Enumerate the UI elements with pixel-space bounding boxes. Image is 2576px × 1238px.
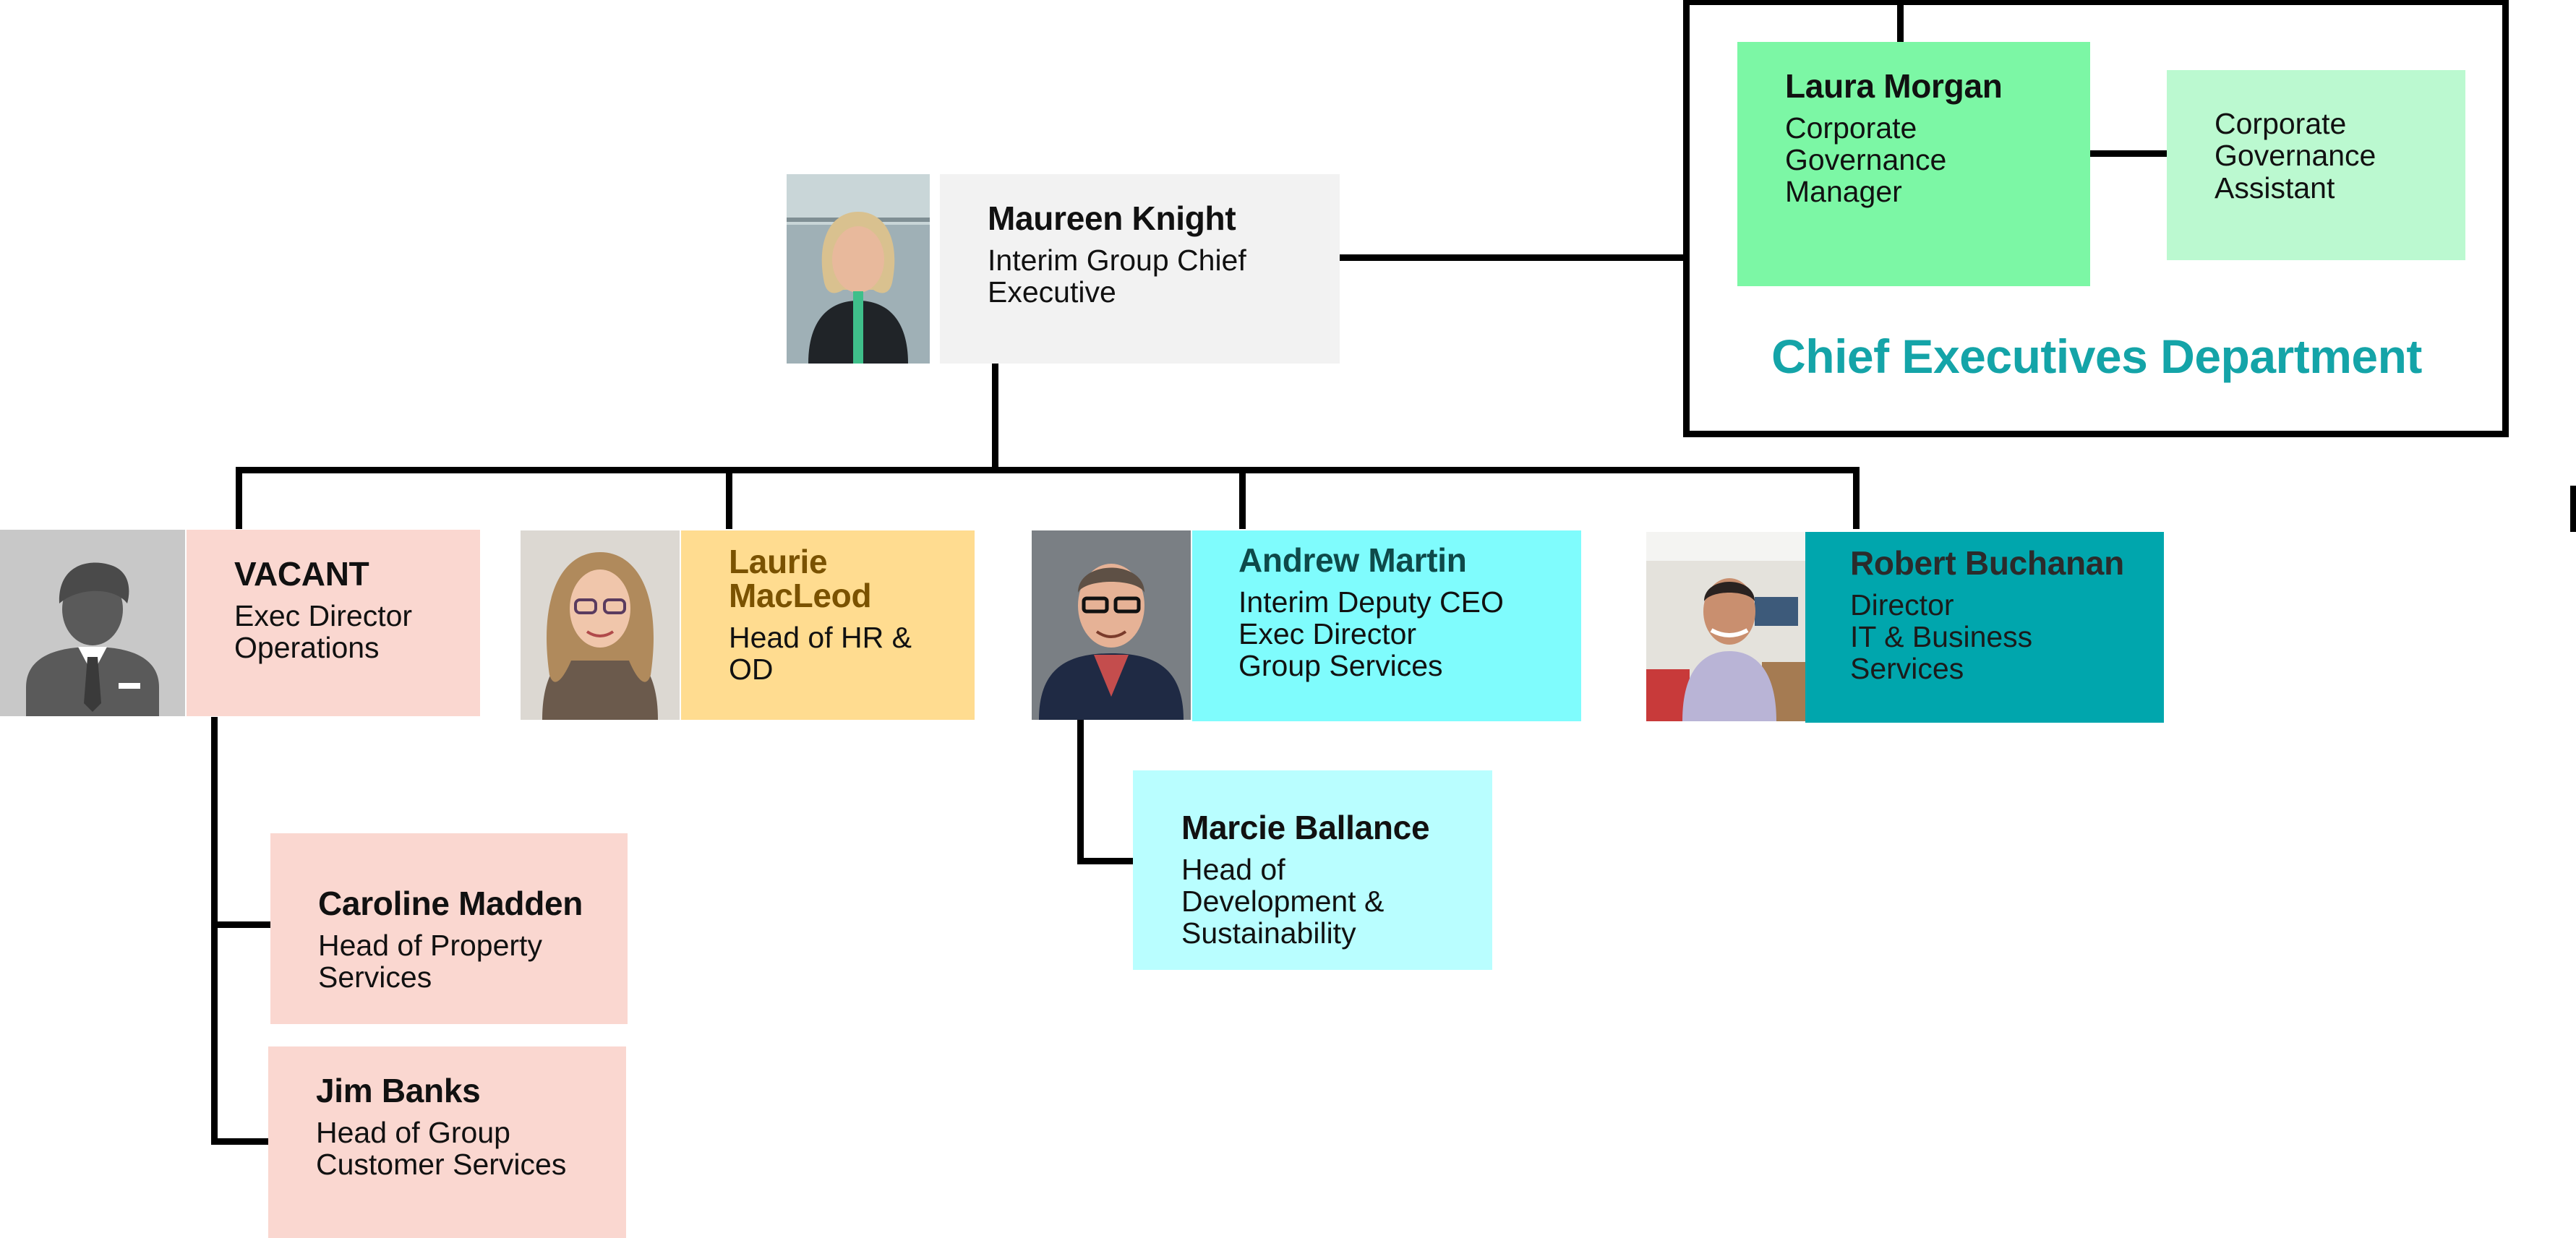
ceo-role-line-1: Interim Group Chief — [988, 243, 1246, 277]
robert-card: Robert Buchanan Director IT & Business S… — [1805, 532, 2164, 723]
assistant-role-line-2: Governance — [2215, 139, 2376, 173]
andrew-role-line-2: Exec Director — [1238, 617, 1417, 651]
assistant-role-line-3: Assistant — [2215, 171, 2335, 205]
connector-laura-to-assistant — [2090, 150, 2168, 157]
laura-name: Laura Morgan — [1785, 67, 2003, 105]
laurie-role-line-2: OD — [729, 653, 774, 687]
connector-to-caroline — [211, 921, 271, 928]
marcie-name: Marcie Ballance — [1181, 809, 1430, 846]
ceo-photo — [787, 174, 930, 364]
caroline-role-line-2: Services — [318, 960, 432, 994]
edge-marker — [2570, 486, 2576, 532]
andrew-name: Andrew Martin — [1238, 541, 1467, 579]
robert-role-line-3: Services — [1850, 652, 1964, 686]
jim-role-line-2: Customer Services — [316, 1148, 567, 1182]
jim-card: Jim Banks Head of Group Customer Service… — [268, 1046, 626, 1238]
connector-vacant-vertical — [211, 717, 218, 1145]
laurie-photo — [521, 530, 680, 720]
vacant-role-line-1: Exec Director — [234, 598, 413, 632]
connector-ceo-to-department — [1340, 254, 1687, 261]
ceo-role-line-2: Executive — [988, 275, 1116, 309]
caroline-role-line-1: Head of Property — [318, 928, 542, 962]
connector-drop-andrew — [1239, 467, 1246, 529]
marcie-role-line-1: Head of — [1181, 852, 1285, 886]
andrew-card: Andrew Martin Interim Deputy CEO Exec Di… — [1192, 530, 1581, 721]
connector-drop-laurie — [726, 467, 732, 529]
ceo-card: Maureen Knight Interim Group Chief Execu… — [940, 174, 1340, 364]
marcie-role-line-2: Development & — [1181, 885, 1385, 919]
jim-role-line-1: Head of Group — [316, 1115, 510, 1149]
laurie-name-line-2: MacLeod — [729, 576, 872, 614]
vacant-role-line-2: Operations — [234, 631, 380, 665]
connector-drop-vacant — [236, 467, 242, 529]
robert-photo — [1646, 532, 1807, 721]
jim-name: Jim Banks — [316, 1072, 481, 1109]
marcie-role-line-3: Sustainability — [1181, 916, 1356, 950]
laura-role-line-3: Manager — [1785, 175, 1902, 209]
connector-drop-robert — [1853, 467, 1860, 529]
department-title: Chief Executives Department — [1771, 330, 2422, 383]
andrew-role-line-1: Interim Deputy CEO — [1238, 585, 1504, 619]
robert-role-line-2: IT & Business — [1850, 620, 2033, 654]
ceo-name: Maureen Knight — [988, 199, 1236, 237]
laurie-card: Laurie MacLeod Head of HR & OD — [681, 530, 975, 720]
vacant-photo — [0, 530, 185, 716]
connector-ceo-down — [992, 364, 998, 470]
robert-name: Robert Buchanan — [1850, 544, 2124, 582]
andrew-role-line-3: Group Services — [1238, 649, 1443, 683]
assistant-card: Corporate Governance Assistant — [2167, 70, 2465, 260]
marcie-card: Marcie Ballance Head of Development & Su… — [1133, 770, 1492, 970]
vacant-card: VACANT Exec Director Operations — [187, 530, 480, 716]
caroline-card: Caroline Madden Head of Property Service… — [270, 833, 628, 1024]
laurie-name-line-1: Laurie — [729, 543, 828, 580]
connector-to-marcie — [1077, 858, 1134, 864]
robert-role-line-1: Director — [1850, 588, 1954, 622]
laura-card: Laura Morgan Corporate Governance Manage… — [1737, 42, 2090, 286]
laura-role-line-2: Governance — [1785, 143, 1947, 177]
assistant-role-line-1: Corporate — [2215, 107, 2347, 140]
andrew-photo — [1032, 530, 1191, 720]
caroline-name: Caroline Madden — [318, 885, 583, 922]
connector-top-to-laura — [1897, 0, 1904, 42]
connector-horizontal-bus — [236, 467, 1860, 473]
laurie-role-line-1: Head of HR & — [729, 620, 912, 654]
connector-andrew-vertical — [1077, 717, 1084, 863]
connector-to-jim — [211, 1138, 269, 1145]
vacant-name: VACANT — [234, 555, 369, 593]
laura-role-line-1: Corporate — [1785, 111, 1917, 145]
